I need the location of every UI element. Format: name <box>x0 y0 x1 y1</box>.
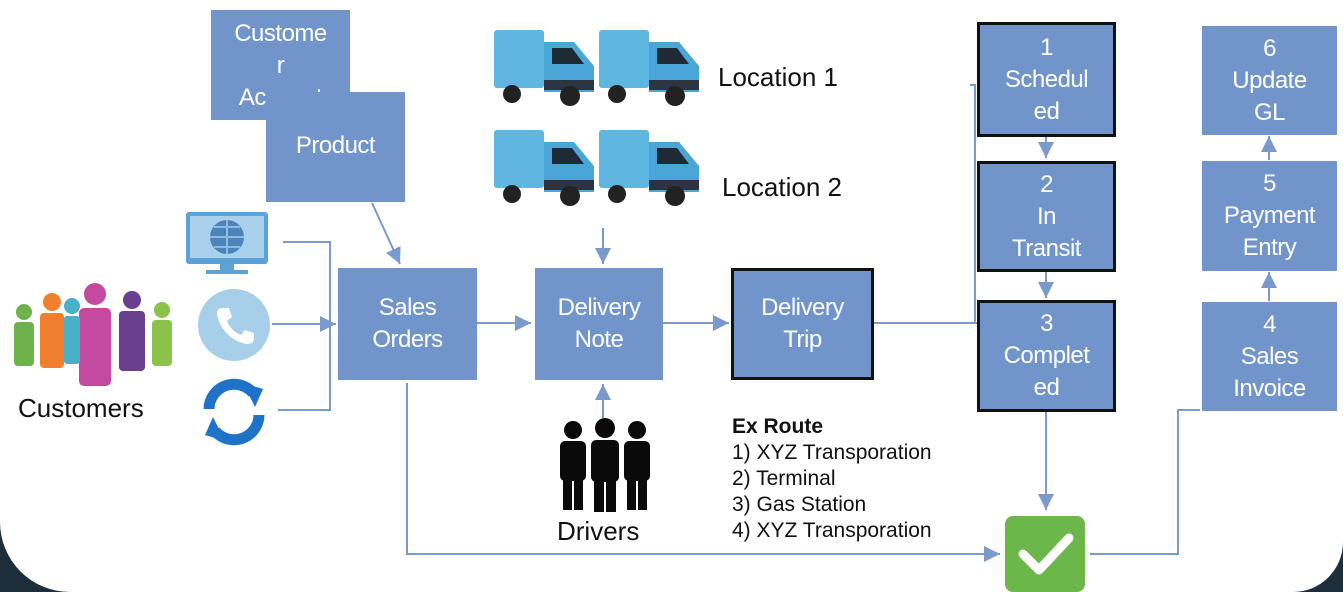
in-transit-label: 2 In Transit <box>1012 170 1081 262</box>
sales-invoice-box: 4 Sales Invoice <box>1202 302 1337 411</box>
completed-label: 3 Complet ed <box>1003 310 1090 401</box>
product-box: Product <box>266 92 405 202</box>
delivery-trip-box: Delivery Trip <box>731 268 874 380</box>
line-product-to-orders <box>371 202 401 265</box>
delivery-note-label: Delivery Note <box>557 294 641 353</box>
line-sync-to-orders <box>278 324 331 411</box>
completed-box: 3 Complet ed <box>977 300 1116 412</box>
delivery-note-box: Delivery Note <box>535 268 663 380</box>
customers-label: Customers <box>18 393 144 423</box>
location-2-label: Location 2 <box>722 172 842 202</box>
check-icon <box>1005 516 1085 592</box>
line-orders-to-check <box>406 383 1000 562</box>
route-stop: 3) Gas Station <box>732 493 867 516</box>
delivery-trip-label: Delivery Trip <box>761 294 844 353</box>
route-stop: 4) XYZ Transporation <box>732 519 932 542</box>
phone-icon <box>198 289 270 361</box>
route-stop: 2) Terminal <box>732 467 836 490</box>
people-icon <box>14 283 172 386</box>
line-check-to-invoice <box>1090 409 1200 555</box>
sales-invoice-label: 4 Sales Invoice <box>1233 310 1306 402</box>
line-trip-branch <box>970 84 976 323</box>
scheduled-label: 1 Schedul ed <box>1004 33 1089 125</box>
drivers-label: Drivers <box>557 516 640 546</box>
truck-icon <box>494 30 699 106</box>
product-label: Product <box>295 132 376 159</box>
truck-icon <box>494 130 699 206</box>
sales-orders-label: Sales Orders <box>372 294 443 353</box>
payment-entry-box: 5 Payment Entry <box>1202 161 1337 271</box>
sync-icon <box>203 378 265 446</box>
update-gl-label: 6 Update GL <box>1232 34 1307 126</box>
route-stop: 1) XYZ Transporation <box>732 441 932 464</box>
line-web-to-orders <box>283 241 331 324</box>
in-transit-box: 2 In Transit <box>977 161 1116 272</box>
update-gl-box: 6 Update GL <box>1202 26 1337 135</box>
location-1-label: Location 1 <box>718 62 838 92</box>
route-list: Ex Route 1) XYZ Transporation 2) Termina… <box>732 414 932 544</box>
sales-orders-box: Sales Orders <box>338 268 477 380</box>
scheduled-box: 1 Schedul ed <box>977 22 1116 137</box>
payment-entry-label: 5 Payment Entry <box>1223 170 1316 261</box>
drivers-icon <box>560 418 650 512</box>
route-title: Ex Route <box>732 415 824 438</box>
computer-icon <box>186 212 268 274</box>
